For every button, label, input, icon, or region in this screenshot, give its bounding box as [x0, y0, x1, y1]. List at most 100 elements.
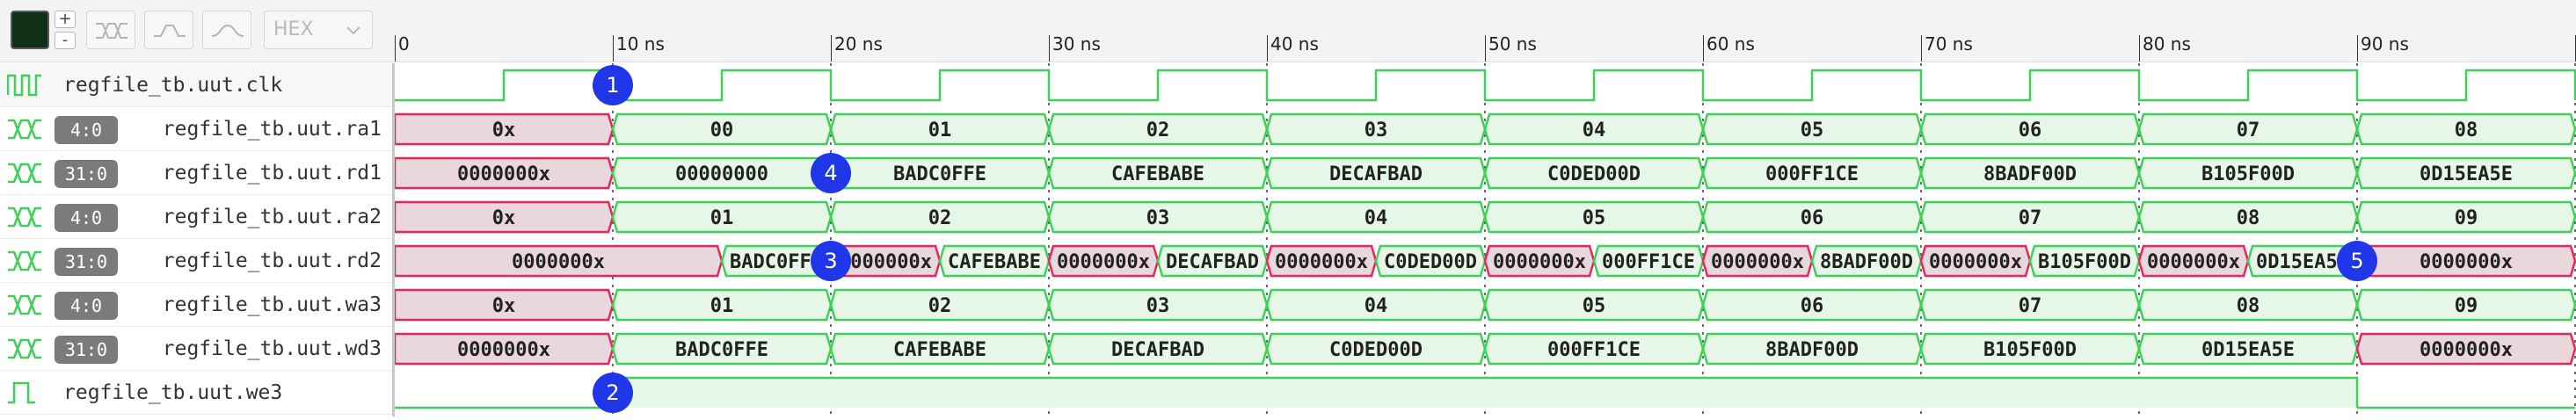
bus-value-label: C0DED00D — [1384, 251, 1477, 273]
bus-value-label: CAFEBABE — [893, 339, 986, 361]
bus-value-label: 000FF1CE — [1602, 251, 1695, 273]
bus-value-label: 0000000x — [512, 251, 605, 273]
signal-name: regfile_tb.uut.wd3 — [162, 337, 382, 360]
bus-value-label: 0000000x — [2147, 251, 2240, 273]
bus-value-label: 02 — [1146, 119, 1170, 141]
bus-value-label: 0x — [492, 119, 516, 141]
ruler-tick — [1049, 35, 1050, 62]
bus-segment-unknown — [393, 288, 615, 322]
minus-button[interactable]: - — [55, 32, 76, 49]
bus-value-label: 01 — [928, 119, 952, 141]
bus-value-label: 01 — [710, 207, 734, 229]
bus-icon — [8, 338, 41, 359]
bus-segment-unknown — [393, 332, 615, 366]
signal-row-wd3[interactable]: 31:0 regfile_tb.uut.wd3 — [0, 327, 392, 371]
bus-value-label: 06 — [1801, 207, 1824, 229]
bus-value-label: 02 — [928, 295, 952, 317]
bus-value-label: 0000000x — [1929, 251, 2022, 273]
bus-value-label: 0000000x — [1057, 251, 1150, 273]
chevron-down-icon — [346, 26, 360, 35]
bus-value-label: BADC0FFE — [893, 163, 986, 185]
signal-row-ra2[interactable]: 4:0 regfile_tb.uut.ra2 — [0, 195, 392, 239]
bus-value-label: 07 — [2019, 295, 2042, 317]
signal-row-rd2[interactable]: 31:0 regfile_tb.uut.rd2 — [0, 239, 392, 283]
bus-value-label: 08 — [2455, 119, 2478, 141]
analog-step-icon — [154, 25, 186, 37]
bus-value-label: BADC0FFE — [675, 339, 768, 361]
bus-value-label: 0x — [492, 295, 516, 317]
panel-splitter[interactable] — [392, 63, 395, 416]
bus-value-label: DECAFBAD — [1111, 339, 1204, 361]
bus-format-button[interactable] — [86, 11, 135, 49]
bus-value-label: 06 — [2019, 119, 2042, 141]
bus-value-label: 0000000x — [457, 339, 550, 361]
ruler-tick — [1267, 35, 1268, 62]
toolbar: + - HEX — [0, 0, 2576, 62]
bit-high-fill — [613, 378, 2357, 408]
ruler-tick — [2139, 35, 2140, 62]
bus-value-label: 0000000x — [2420, 251, 2513, 273]
signal-row-we3[interactable]: regfile_tb.uut.we3 — [0, 371, 392, 415]
bus-value-label: 8BADF00D — [1983, 163, 2077, 185]
marker-2[interactable]: 2 — [593, 373, 633, 413]
bus-value-label: 01 — [710, 295, 734, 317]
signal-row-rd1[interactable]: 31:0 regfile_tb.uut.rd1 — [0, 151, 392, 195]
bus-value-label: 04 — [1583, 119, 1606, 141]
bus-value-label: CAFEBABE — [1111, 163, 1204, 185]
ruler-tick-label: 0 — [398, 33, 410, 54]
marker-1[interactable]: 1 — [593, 65, 633, 105]
bus-value-label: B105F00D — [1983, 339, 2077, 361]
marker-4[interactable]: 4 — [811, 153, 851, 193]
bus-value-label: 00 — [710, 119, 734, 141]
bus-value-label: BADC0FFE — [730, 251, 823, 273]
bus-value-label: 06 — [1801, 295, 1824, 317]
bus-value-label: 0D15EA5E — [2201, 339, 2295, 361]
bus-value-label: 07 — [2019, 207, 2042, 229]
plus-button[interactable]: + — [55, 11, 76, 28]
bus-value-label: 09 — [2455, 207, 2478, 229]
bus-value-label: 0000000x — [1493, 251, 1586, 273]
bus-segment — [2355, 200, 2576, 234]
analog-smooth-button[interactable] — [202, 11, 251, 49]
bus-value-label: 0000000x — [457, 163, 550, 185]
bit-signal-icon — [8, 381, 35, 404]
bit-range-badge: 31:0 — [55, 248, 118, 276]
signal-name: regfile_tb.uut.clk — [63, 74, 283, 97]
bus-value-label: 08 — [2237, 295, 2260, 317]
bus-icon — [8, 206, 41, 228]
marker-3[interactable]: 3 — [811, 241, 851, 281]
signal-row-wa3[interactable]: 4:0 regfile_tb.uut.wa3 — [0, 283, 392, 327]
ruler-tick — [1485, 35, 1486, 62]
ruler-tick-label: 80 ns — [2143, 33, 2191, 54]
bus-icon — [8, 119, 41, 140]
bus-value-label: 02 — [928, 207, 952, 229]
bus-segment — [2355, 112, 2576, 146]
bus-value-label: 05 — [1801, 119, 1824, 141]
signal-name: regfile_tb.uut.ra2 — [162, 206, 382, 228]
bus-value-label: 04 — [1364, 295, 1388, 317]
bus-value-label: DECAFBAD — [1329, 163, 1423, 185]
bus-value-label: 8BADF00D — [1765, 339, 1859, 361]
bus-value-label: DECAFBAD — [1166, 251, 1259, 273]
radix-select[interactable]: HEX — [264, 11, 373, 49]
ruler-tick — [1921, 35, 1922, 62]
signal-row-ra1[interactable]: 4:0 regfile_tb.uut.ra1 — [0, 107, 392, 151]
bus-value-label: 04 — [1364, 207, 1388, 229]
marker-5[interactable]: 5 — [2337, 241, 2377, 281]
ruler-tick — [613, 35, 614, 62]
analog-step-button[interactable] — [144, 11, 193, 49]
signal-name: regfile_tb.uut.rd2 — [162, 250, 382, 272]
ruler-tick-label: 90 ns — [2361, 33, 2409, 54]
bus-value-label: 000FF1CE — [1765, 163, 1859, 185]
bus-value-label: 0000000x — [2420, 339, 2513, 361]
color-swatch[interactable] — [11, 11, 49, 49]
bus-value-label: 00000000 — [675, 163, 768, 185]
bus-value-label: C0DED00D — [1329, 339, 1423, 361]
bus-icon — [96, 23, 127, 39]
bus-value-label: 07 — [2237, 119, 2260, 141]
signal-row-clk[interactable]: regfile_tb.uut.clk — [0, 63, 392, 107]
bit-range-badge: 31:0 — [55, 160, 118, 188]
